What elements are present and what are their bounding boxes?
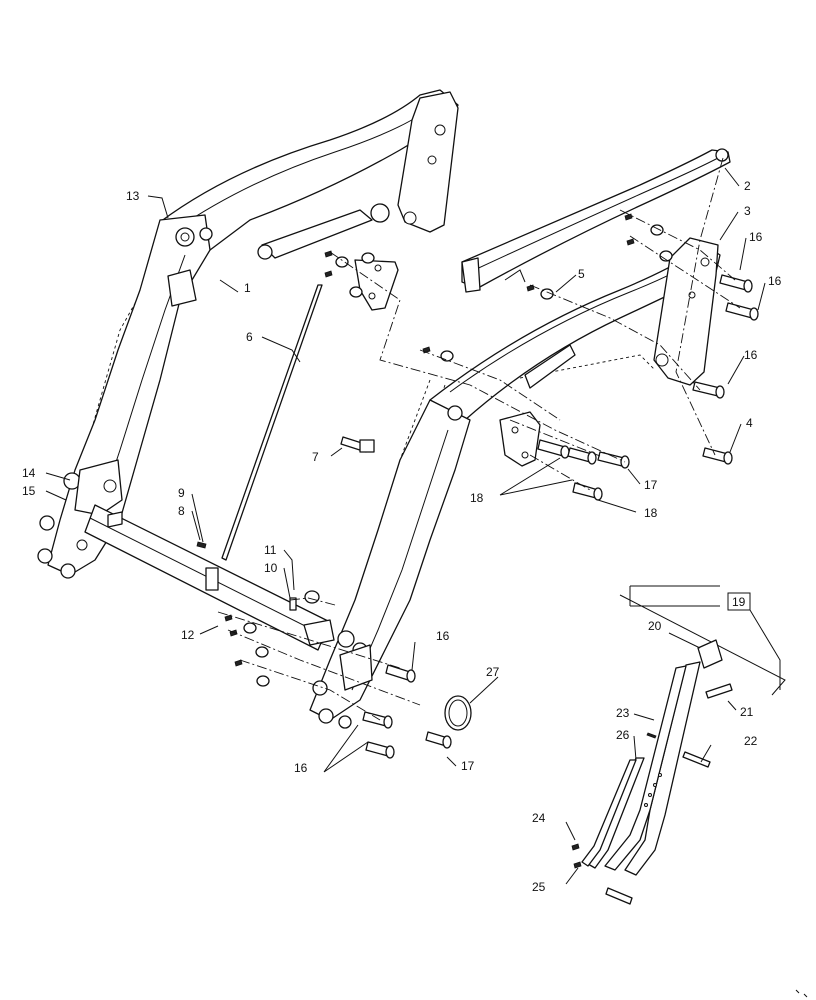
callout-25: 25	[532, 880, 546, 894]
cross-link-2	[461, 148, 731, 293]
callout-23: 23	[616, 706, 630, 720]
center-lines	[217, 157, 741, 721]
callout-13: 13	[126, 189, 140, 203]
callout-15: 15	[22, 484, 36, 498]
callout-27: 27	[486, 665, 500, 679]
small-parts	[196, 213, 759, 759]
leader-lines	[45, 167, 766, 885]
callout-7: 7	[312, 450, 319, 464]
assembly-box-19	[727, 592, 751, 611]
callout-17: 17	[644, 478, 658, 492]
callout-19: 19	[732, 595, 746, 609]
assembly-19	[571, 585, 786, 905]
callout-16: 16	[744, 348, 758, 362]
callout-16: 16	[749, 230, 763, 244]
callout-18: 18	[644, 506, 658, 520]
callout-18: 18	[470, 491, 484, 505]
callout-3: 3	[744, 204, 751, 218]
callout-8: 8	[178, 504, 185, 518]
callout-12: 12	[181, 628, 195, 642]
callout-16: 16	[436, 629, 450, 643]
callout-labels: 13 1 6 7 9 8 11 10 12 14 15 2 3 16 16 16…	[22, 179, 782, 894]
callout-20: 20	[648, 619, 662, 633]
left-loader-arm	[37, 89, 459, 579]
callout-2: 2	[744, 179, 751, 193]
callout-11: 11	[264, 543, 277, 557]
callout-16: 16	[768, 274, 782, 288]
callout-14: 14	[22, 466, 36, 480]
callout-21: 21	[740, 705, 754, 719]
callout-24: 24	[532, 811, 546, 825]
callout-4: 4	[746, 416, 753, 430]
callout-6: 6	[246, 330, 253, 344]
callout-17: 17	[461, 759, 475, 773]
right-loader-arm	[309, 237, 721, 729]
corner-mark	[795, 989, 808, 998]
callout-5: 5	[578, 267, 585, 281]
callout-22: 22	[744, 734, 758, 748]
callout-16: 16	[294, 761, 308, 775]
callout-9: 9	[178, 486, 185, 500]
callout-10: 10	[264, 561, 278, 575]
callout-1: 1	[244, 281, 251, 295]
callout-26: 26	[616, 728, 630, 742]
